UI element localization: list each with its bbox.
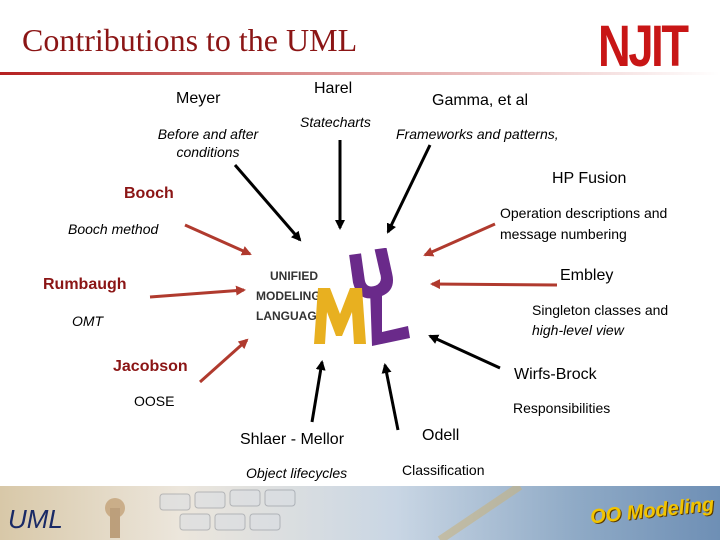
desc-wirfs-brock: Responsibilities [513, 400, 611, 416]
desc-jacobson: OOSE [134, 393, 175, 409]
desc-embley-line2: high-level view [532, 322, 624, 338]
pen-icon [437, 482, 523, 544]
label-meyer: Meyer [176, 90, 221, 107]
uml-letter-m [314, 288, 366, 344]
label-jacobson: Jacobson [113, 358, 188, 375]
keyboard-key [229, 489, 261, 507]
desc-shlaer-mellor: Object lifecycles [246, 465, 348, 481]
keyboard-key [194, 491, 226, 509]
uml-logo-line3: LANGUAGE [256, 309, 325, 323]
desc-gamma: Frameworks and patterns, [396, 126, 559, 142]
keyboard-key [264, 489, 296, 507]
keyboard-key [179, 513, 211, 531]
page-title: Contributions to the UML [22, 22, 358, 58]
desc-meyer: Before and after conditions [157, 126, 259, 160]
uml-logo-line1: UNIFIED [270, 269, 318, 283]
label-embley: Embley [560, 267, 614, 284]
arrow-odell [381, 363, 400, 431]
njit-logo: NJIT [598, 14, 689, 79]
desc-hp-fusion-line2: message numbering [500, 226, 627, 242]
desc-rumbaugh: OMT [72, 313, 104, 329]
keyboard-key [214, 513, 246, 531]
uml-letter-l [370, 288, 410, 346]
arrow-meyer [233, 164, 302, 242]
footer-banner [0, 482, 720, 544]
keyboard-key [159, 493, 191, 511]
pen-icon [110, 508, 120, 538]
label-rumbaugh: Rumbaugh [43, 276, 127, 293]
desc-odell: Classification [402, 462, 485, 478]
arrow-jacobson [199, 338, 249, 384]
uml-letter-u [349, 247, 393, 299]
label-booch: Booch [124, 185, 174, 202]
uml-logo-line2: MODELING [256, 289, 321, 303]
arrow-shlaer [310, 360, 326, 423]
desc-hp-fusion-line1: Operation descriptions and [500, 205, 668, 221]
title-underline [0, 72, 720, 75]
arrow-hp [423, 222, 496, 257]
label-shlaer-mellor: Shlaer - Mellor [240, 431, 345, 448]
desc-harel: Statecharts [300, 114, 371, 130]
arrow-gamma [386, 144, 432, 234]
arrow-rumbaugh [149, 285, 246, 299]
label-odell: Odell [422, 427, 460, 444]
desc-booch: Booch method [68, 221, 159, 237]
arrow-booch [184, 223, 252, 256]
arrow-wirfs [428, 334, 501, 370]
label-wirfs-brock: Wirfs-Brock [514, 366, 597, 383]
arrow-embley [430, 279, 558, 290]
label-gamma: Gamma, et al [432, 92, 529, 109]
desc-embley-line1: Singleton classes and [532, 302, 669, 318]
label-harel: Harel [314, 80, 353, 97]
footer-uml-text: UML [8, 504, 63, 534]
keyboard-key [249, 513, 281, 531]
label-hp-fusion: HP Fusion [552, 170, 627, 187]
uml-logo: UNIFIED MODELING LANGUAGE [252, 247, 412, 348]
